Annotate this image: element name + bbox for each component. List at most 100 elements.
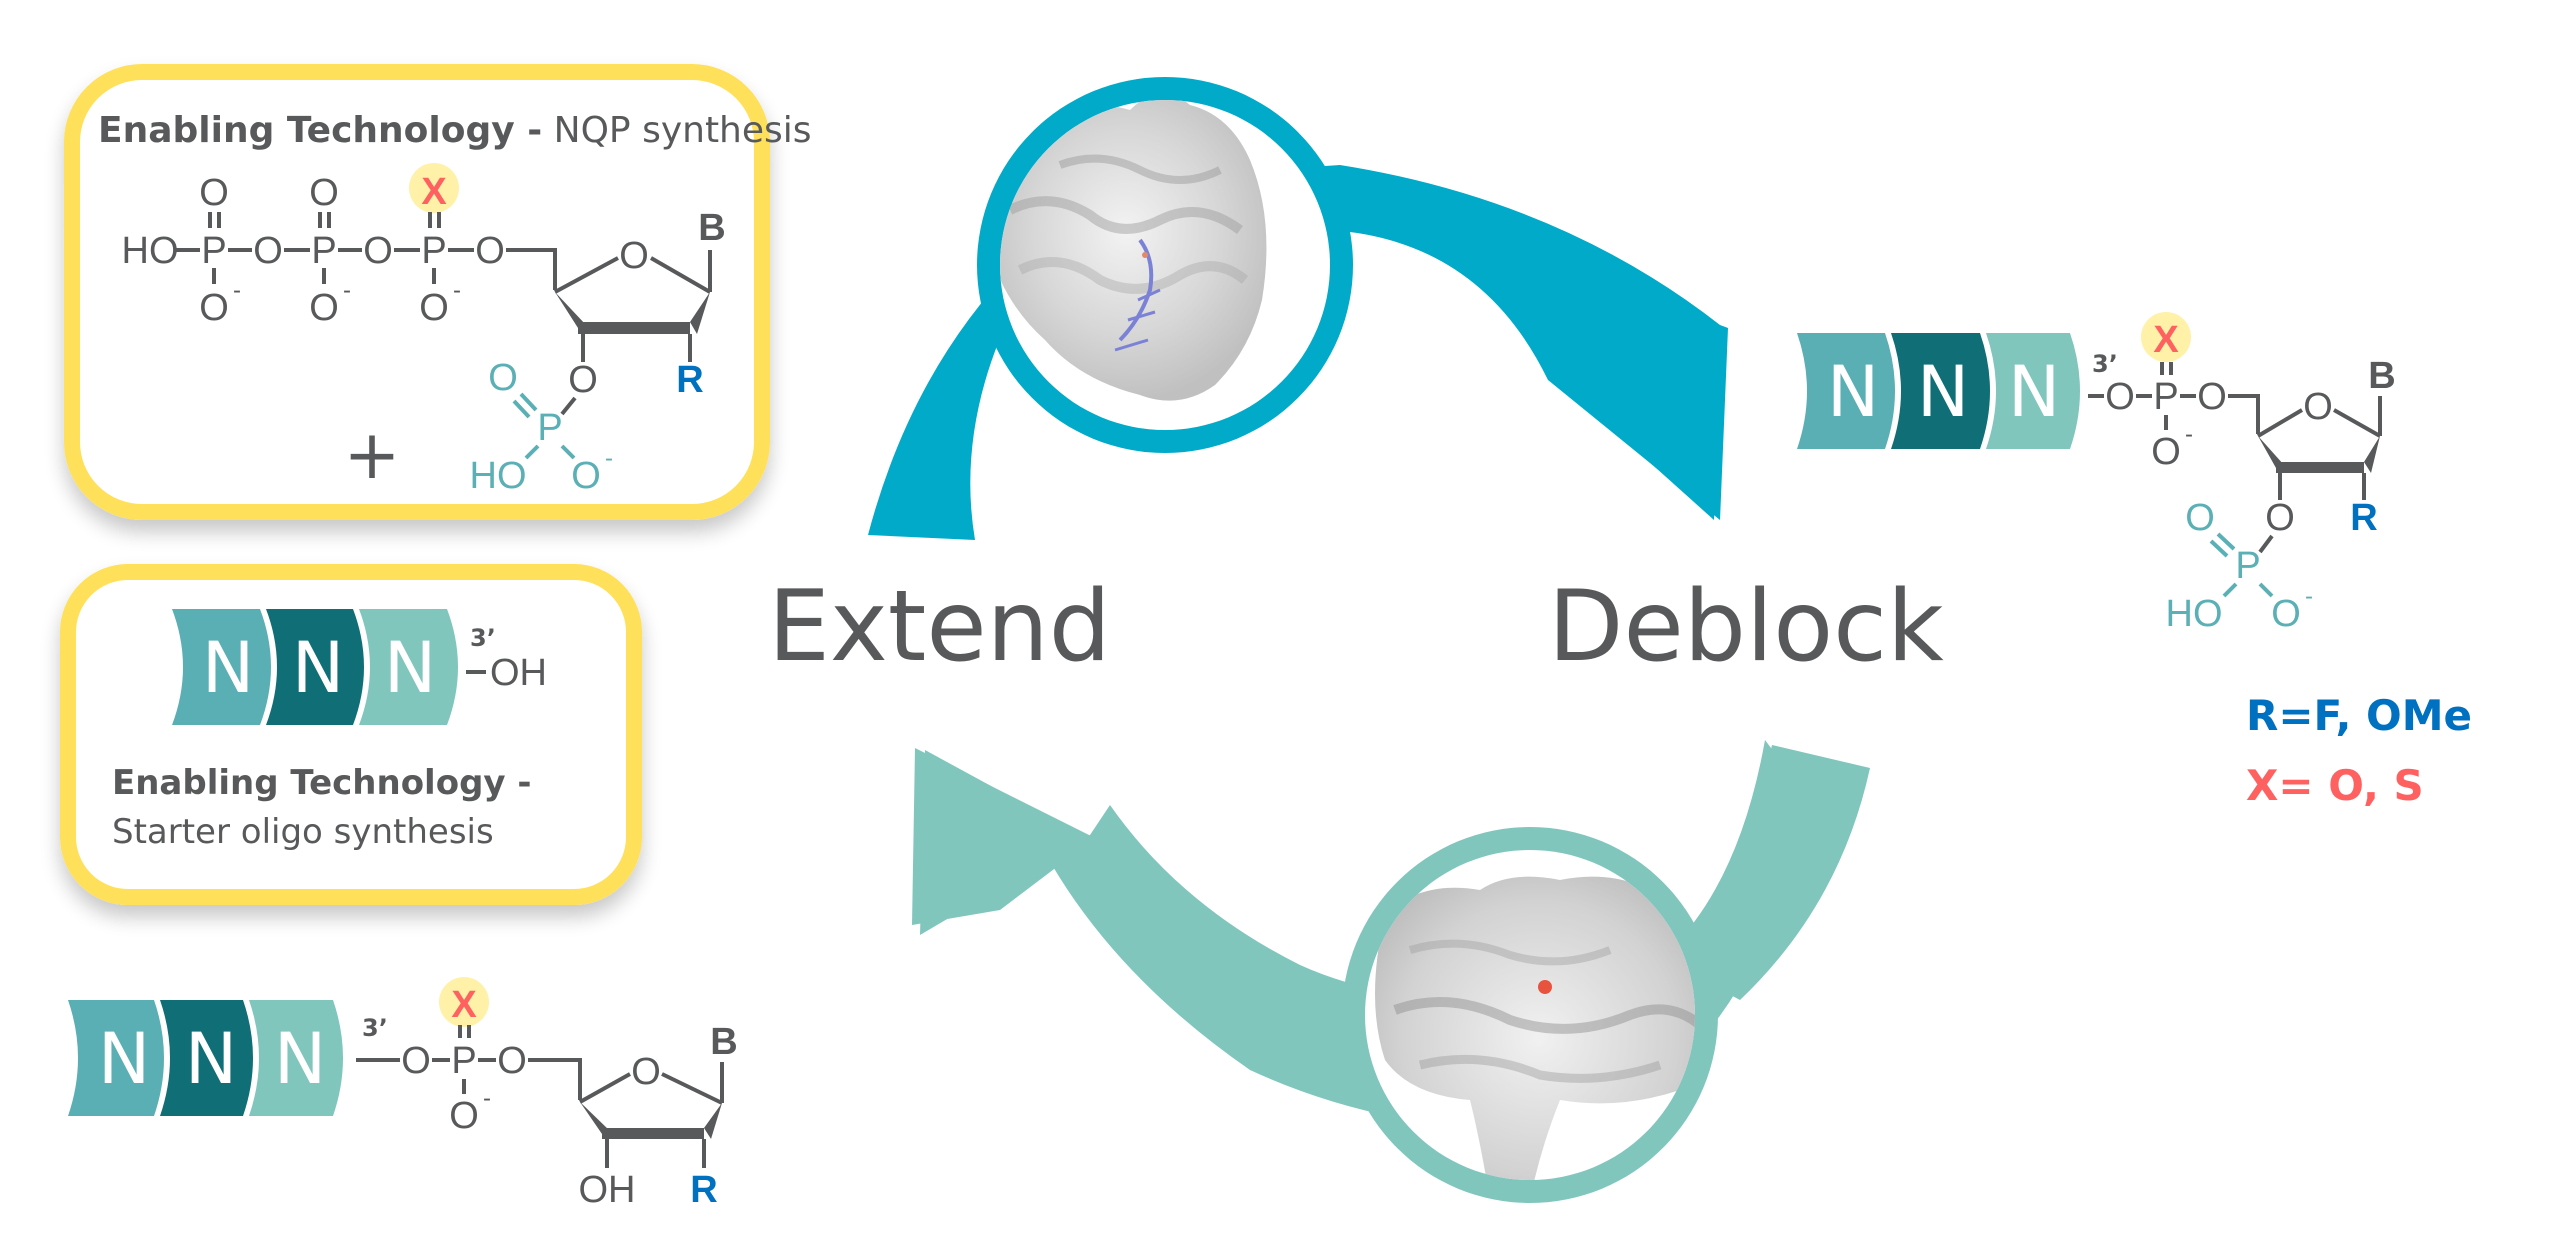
deblocked-atom-oh: OH [579,1169,636,1211]
starter-oligo-blocks: N N N [172,609,458,725]
product-block-2 [1891,333,1990,449]
atom-3prime-o: O [568,359,598,401]
extend-arrowhead [1558,328,1722,520]
block-label-2: N [292,627,344,709]
nqp-box-frame [64,64,770,520]
atom-o-bridge1: O [253,230,283,272]
extend-label: Extend [768,570,1111,684]
atom-ho: HO [122,230,179,272]
atom-r: R [676,359,703,401]
atom-o-minus1: O [199,287,229,329]
product-teal-o-double: O [2185,497,2215,539]
product-atom-3prime-o: O [2265,497,2295,539]
blocked-product-molecule: N N N 3’ O P O X O - O B O R P O [1797,312,2396,635]
deblocked-block-label-3: N [274,1018,326,1100]
nqp-3prime-phosphate: P O HO O - [470,357,614,497]
deblocked-three-prime: 3’ [362,1014,388,1042]
nqp-synthesis-box: Enabling Technology - NQP synthesis HO P… [64,64,812,520]
deblock-label: Deblock [1548,570,1944,684]
deblocked-atom-p: P [451,1040,476,1082]
deblock-arrowhead [912,748,1095,925]
nqp-triphosphate: HO P O P O P O O O X [122,163,505,329]
deblocked-block-label-2: N [185,1018,237,1100]
atom-teal-p: P [537,407,562,449]
product-atom-x: X [2153,319,2179,361]
atom-x: X [421,171,447,213]
atom-teal-o-double: O [488,357,518,399]
product-charge-minus: - [2185,421,2193,448]
product-block-label-3: N [2008,351,2060,433]
product-block-3 [1986,333,2080,449]
product-x-highlight [2141,312,2191,362]
deblocked-atom-o-minus: O [449,1095,479,1137]
product-atom-o-minus: O [2151,431,2181,473]
oligo-block-2 [266,609,364,725]
charge-minus3: - [453,277,461,304]
atom-ring-o: O [619,235,649,277]
product-three-prime: 3’ [2092,350,2118,378]
atom-o-minus3: O [419,287,449,329]
product-teal-p: P [2235,545,2260,587]
atom-o-double1: O [199,172,229,214]
deblocked-block-2 [160,1000,253,1116]
polymerase-structure-icon [1000,100,1267,401]
atom-o-bridge2: O [363,230,393,272]
charge-minus2: - [343,277,351,304]
three-prime-label: 3’ [470,624,496,652]
product-atom-o5: O [2197,376,2227,418]
charge-minus1: - [233,277,241,304]
product-block-1 [1797,333,1895,449]
product-block-label-1: N [1827,351,1879,433]
deblocked-atom-o5: O [497,1040,527,1082]
nqp-sugar-ring: O B O R [506,207,726,401]
oligo-block-1 [172,609,271,725]
starter-oligo-box: N N N 3’ OH Enabling Technology - Starte… [60,564,642,905]
x-highlight [409,163,459,213]
atom-o-minus2: O [309,287,339,329]
atom-teal-ho: HO [470,455,527,497]
product-atom-ring-o: O [2303,386,2333,428]
deblocked-charge-minus: - [483,1085,491,1112]
oligo-block-3 [359,609,458,725]
product-teal-ho: HO [2166,593,2223,635]
deblock-arrow-tail [1665,745,1870,1000]
atom-base-b: B [698,207,725,249]
product-atom-r: R [2350,497,2377,539]
starter-box-title: Enabling Technology - [112,763,532,803]
atom-o-double2: O [309,172,339,214]
product-atom-o3: O [2105,376,2135,418]
deblocked-block-1 [68,1000,164,1116]
deblocked-block-3 [249,1000,343,1116]
teal-charge-minus: - [605,445,613,472]
deblocked-atom-ring-o: O [631,1051,661,1093]
plus-sign: + [344,416,401,495]
phosphatase-structure-icon [1375,876,1695,1180]
deblocked-atom-o3: O [401,1040,431,1082]
atom-3prime-oh: OH [490,652,547,694]
product-atom-p: P [2153,376,2178,418]
block-label-1: N [202,627,254,709]
deblocked-atom-x: X [451,984,477,1026]
product-block-label-2: N [1917,351,1969,433]
legend-x-definition: X= O, S [2246,761,2424,810]
atom-teal-o-minus: O [571,455,601,497]
deblocked-atom-b: B [710,1021,737,1063]
product-teal-charge-minus: - [2305,583,2313,610]
atom-p1: P [201,230,226,272]
extend-enzyme-circle [977,77,1353,453]
deblocked-atom-r: R [690,1169,717,1211]
atom-p3: P [421,230,446,272]
product-atom-b: B [2368,355,2395,397]
deblocked-x-highlight [439,977,489,1027]
deblock-enzyme-circle [1342,827,1718,1203]
atom-o5: O [475,230,505,272]
nqp-box-title: Enabling Technology - NQP synthesis [98,110,812,151]
legend-r-definition: R=F, OMe [2246,691,2472,740]
block-label-3: N [384,627,436,709]
deblocked-block-label-1: N [98,1018,150,1100]
starter-box-subtitle: Starter oligo synthesis [112,812,494,852]
atom-p2: P [311,230,336,272]
deblocked-product-molecule: N N N 3’ O P O X O - O B OH R [68,977,738,1211]
active-site-marker [1538,980,1552,994]
